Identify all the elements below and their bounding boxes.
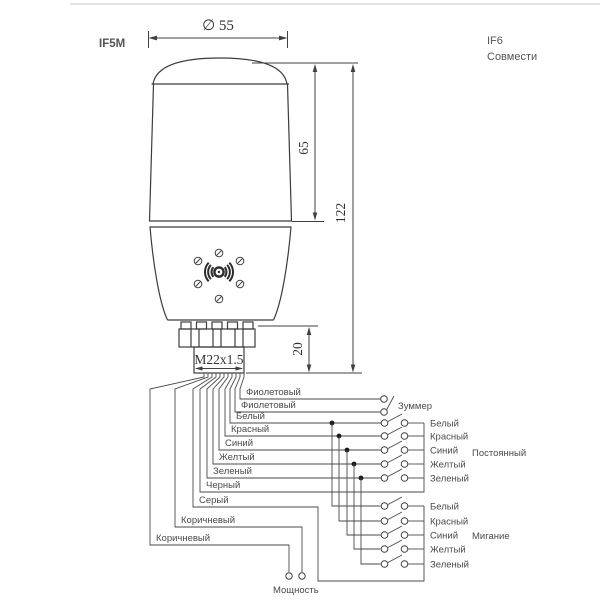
steady-switch-red: Красный	[380, 426, 468, 443]
base-left-side	[149, 226, 169, 321]
wire-violet-1	[239, 373, 381, 400]
beacon-dome	[152, 57, 288, 85]
steady-channel-label: Желтый	[430, 460, 466, 471]
steady-switch-blue: Синий	[380, 440, 458, 457]
power-terminal-2	[298, 572, 306, 580]
steady-group-label: Постоянный	[472, 448, 526, 459]
wire-green	[206, 373, 381, 479]
steady-channel-label: Синий	[430, 446, 458, 457]
power-terminals: Мощность	[273, 572, 319, 596]
thread-spec-label: M22x1.5	[194, 352, 243, 367]
blink-switch-white: Белый	[380, 496, 459, 513]
wire-label-gray: Серый	[199, 495, 229, 506]
wire-labels: Фиолетовый Фиолетовый Белый Красный Сини…	[156, 387, 301, 544]
buzzer-switch: Зуммер	[380, 395, 432, 416]
wire-label-black: Черный	[206, 480, 240, 491]
wire-label-brown-1: Коричневый	[181, 515, 235, 526]
thread-length-value: 20	[290, 342, 305, 356]
buzzer-speaker	[193, 248, 245, 304]
blink-group-label: Мигание	[472, 531, 510, 542]
blink-switch-green: Зеленый	[380, 554, 469, 571]
buzzer-label: Зуммер	[398, 401, 432, 412]
blink-channel-label: Синий	[430, 531, 458, 542]
blink-switch-blue: Синий	[380, 525, 458, 542]
power-terminal-1	[285, 572, 293, 580]
steady-switch-group: Белый Красный Синий Желтый Зеленый Посто…	[380, 413, 526, 485]
dimension-total-height: 122	[246, 64, 362, 374]
wire-label-violet-1: Фиолетовый	[246, 387, 301, 398]
power-label: Мощность	[273, 585, 319, 596]
lens-height-value: 65	[296, 141, 311, 155]
wire-label-red: Красный	[231, 424, 269, 435]
beacon-outline	[148, 57, 293, 321]
wire-label-brown-2: Коричневый	[156, 533, 210, 544]
steady-switch-white: Белый	[380, 413, 459, 430]
diameter-value: ∅ 55	[202, 18, 234, 34]
dimension-diameter: ∅ 55	[148, 18, 288, 48]
thread-section: M22x1.5	[193, 346, 245, 374]
blink-feed-branches	[329, 420, 381, 565]
blink-channel-label: Белый	[430, 502, 459, 513]
sound-waves-icon	[204, 262, 234, 282]
steady-channel-label: Зеленый	[430, 474, 469, 485]
wire-label-violet-2: Фиолетовый	[241, 400, 296, 411]
steady-switch-green: Зеленый	[380, 468, 469, 485]
wire-label-blue: Синий	[225, 438, 253, 449]
wire-brown-2	[149, 373, 290, 572]
steady-channel-label: Белый	[430, 419, 459, 430]
wire-label-green: Зеленый	[213, 466, 252, 477]
blink-channel-label: Зеленый	[430, 560, 469, 571]
steady-channel-label: Красный	[430, 432, 468, 443]
wire-black-steady-bus	[199, 373, 425, 493]
wire-red	[224, 373, 381, 437]
blink-switch-yellow: Желтый	[380, 539, 466, 556]
blink-switch-group: Белый Красный Синий Желтый Зеленый Миган…	[380, 496, 510, 571]
model-note-right: Совмести	[487, 51, 537, 63]
dimension-thread-length: 20	[258, 325, 318, 373]
wire-harness	[149, 373, 425, 582]
mounting-nut	[178, 321, 256, 348]
wire-label-yellow: Желтый	[219, 452, 255, 463]
base-right-side	[272, 226, 292, 321]
wire-label-white: Белый	[236, 411, 265, 422]
total-height-value: 122	[333, 203, 348, 223]
wire-white	[229, 373, 381, 424]
blink-channel-label: Желтый	[430, 545, 466, 556]
blink-switch-red: Красный	[380, 511, 468, 528]
wire-violet-2	[234, 373, 381, 413]
model-name-right: IF6	[487, 35, 503, 47]
model-name-left: IF5M	[99, 38, 125, 50]
wire-blue	[218, 373, 381, 451]
steady-switch-yellow: Желтый	[380, 454, 466, 471]
wire-yellow	[212, 373, 381, 465]
wire-brown-1	[174, 373, 303, 572]
dimension-lens-height: 65	[252, 62, 358, 222]
wire-gray-blink-bus	[192, 373, 425, 582]
blink-channel-label: Красный	[430, 517, 468, 528]
